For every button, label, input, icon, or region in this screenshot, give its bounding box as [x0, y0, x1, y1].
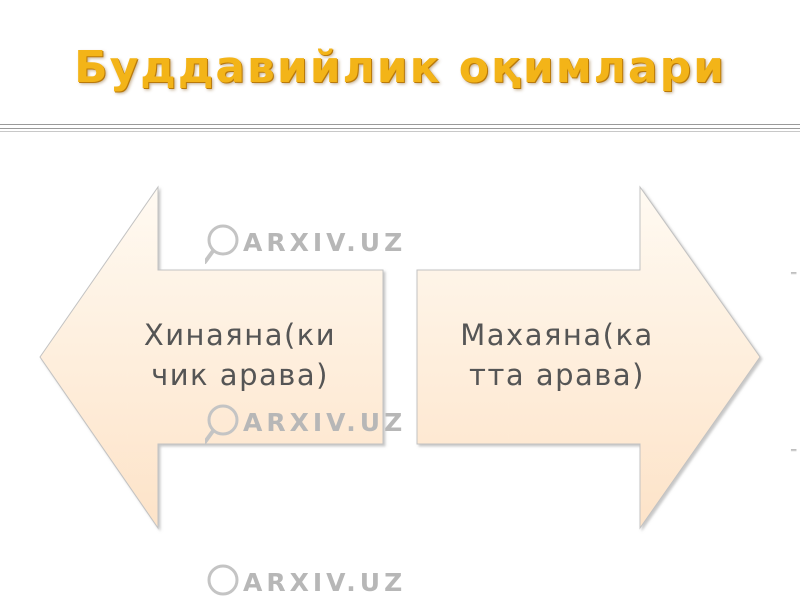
watermark-text: ARXIV.UZ — [243, 228, 407, 257]
watermark: ARXIV.UZ — [205, 218, 415, 270]
left-arrow-label-line1: Хинаяна(ки — [144, 318, 336, 352]
right-arrow-label-line1: Махаяна(ка — [460, 318, 654, 352]
edge-mark: ⁼ — [790, 268, 798, 284]
title-divider-line — [0, 131, 800, 132]
title-divider-line — [0, 128, 800, 129]
title-divider-line — [0, 124, 800, 125]
watermark-text: ARXIV.UZ — [243, 408, 407, 437]
watermark: ARXIV.UZ — [205, 398, 415, 450]
right-arrow-label-line2: тта арава) — [469, 358, 645, 392]
magnifier-icon — [205, 404, 239, 444]
watermark-text: ARXIV.UZ — [243, 568, 407, 597]
watermark: ARXIV.UZ — [205, 558, 415, 610]
edge-mark: ⁼ — [790, 445, 798, 461]
magnifier-icon — [205, 224, 239, 264]
slide-title: Буддавийлик оқимлари — [74, 42, 726, 93]
left-arrow-shape — [39, 185, 384, 530]
magnifier-icon — [207, 564, 239, 596]
left-arrow-label-line2: чик арава) — [151, 358, 329, 392]
right-arrow-shape — [416, 185, 761, 530]
